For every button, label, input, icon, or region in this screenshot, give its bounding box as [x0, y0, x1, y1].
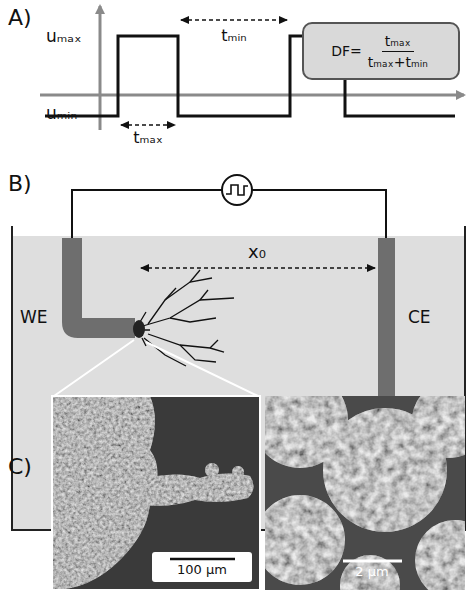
scale-label: 2 µm — [355, 565, 388, 579]
working-electrode — [62, 238, 135, 338]
scale-bar-box — [152, 552, 252, 582]
formula-text: DF= — [331, 43, 362, 59]
fraction: tₘₐₓtₘₐₓ+tₘᵢₙ — [365, 33, 431, 70]
scale-bar — [170, 558, 235, 561]
scale-label: 100 µm — [177, 563, 227, 577]
ac-source-symbol — [222, 175, 252, 205]
dimension-arrow — [181, 19, 287, 21]
panel-label: A) — [8, 6, 32, 30]
panel-label: C) — [8, 455, 32, 479]
zoom-line — [54, 340, 258, 396]
dimension-label: x₀ — [248, 242, 266, 262]
dimension-arrow — [121, 124, 175, 126]
scale-bar — [343, 560, 402, 563]
electrode-label: WE — [20, 308, 48, 327]
level-label: uₘᵢₙ — [46, 104, 77, 123]
electrode-label: CE — [408, 308, 431, 327]
dimension-arrow — [141, 267, 375, 269]
formula-box: DF=tₘₐₓtₘₐₓ+tₘᵢₙ — [302, 22, 460, 80]
numerator: tₘₐₓ — [382, 33, 414, 52]
level-label: uₘₐₓ — [46, 27, 82, 46]
denominator: tₘₐₓ+tₘᵢₙ — [365, 52, 431, 70]
time-axis — [40, 94, 464, 97]
panel-label: B) — [8, 172, 32, 196]
sem-image — [265, 396, 465, 590]
dendrite — [136, 270, 234, 366]
signal-plot — [40, 6, 464, 130]
time-label: tₘᵢₙ — [221, 27, 246, 45]
inset-frame — [52, 396, 260, 590]
square-wave-symbol — [226, 185, 248, 195]
sem-image — [52, 396, 260, 590]
dendrite-root — [133, 320, 145, 338]
voltage-axis — [99, 6, 102, 130]
time-label: tₘₐₓ — [133, 129, 163, 147]
